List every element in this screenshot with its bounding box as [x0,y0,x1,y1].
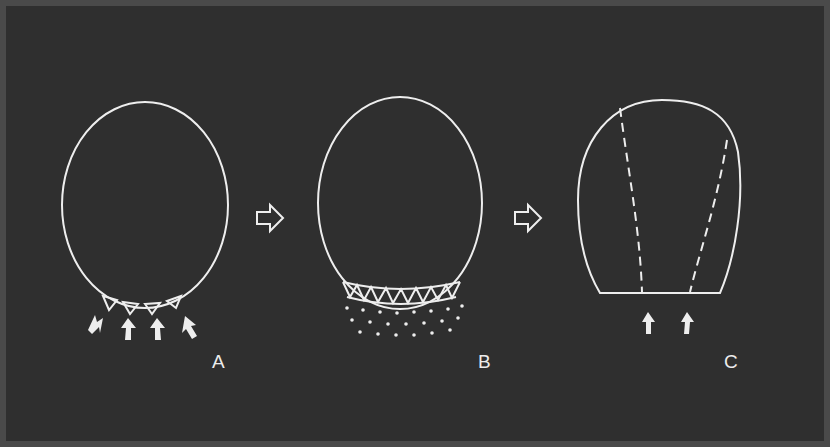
step-arrow [515,205,541,231]
oval-a [62,102,228,308]
triangle-band-b [343,282,460,304]
cut-embryo-c [578,100,740,293]
panel-letter: C [724,352,738,371]
triangles-a [103,296,181,314]
panel-ground [6,6,824,441]
dashed-line [690,140,727,292]
panel-letter: B [478,352,491,371]
dashed-line [620,108,642,292]
solid-arrows [88,312,694,340]
oval-b [318,97,482,309]
panel-letter: A [212,352,225,371]
dots-b [345,304,464,337]
step-arrow [257,205,283,231]
